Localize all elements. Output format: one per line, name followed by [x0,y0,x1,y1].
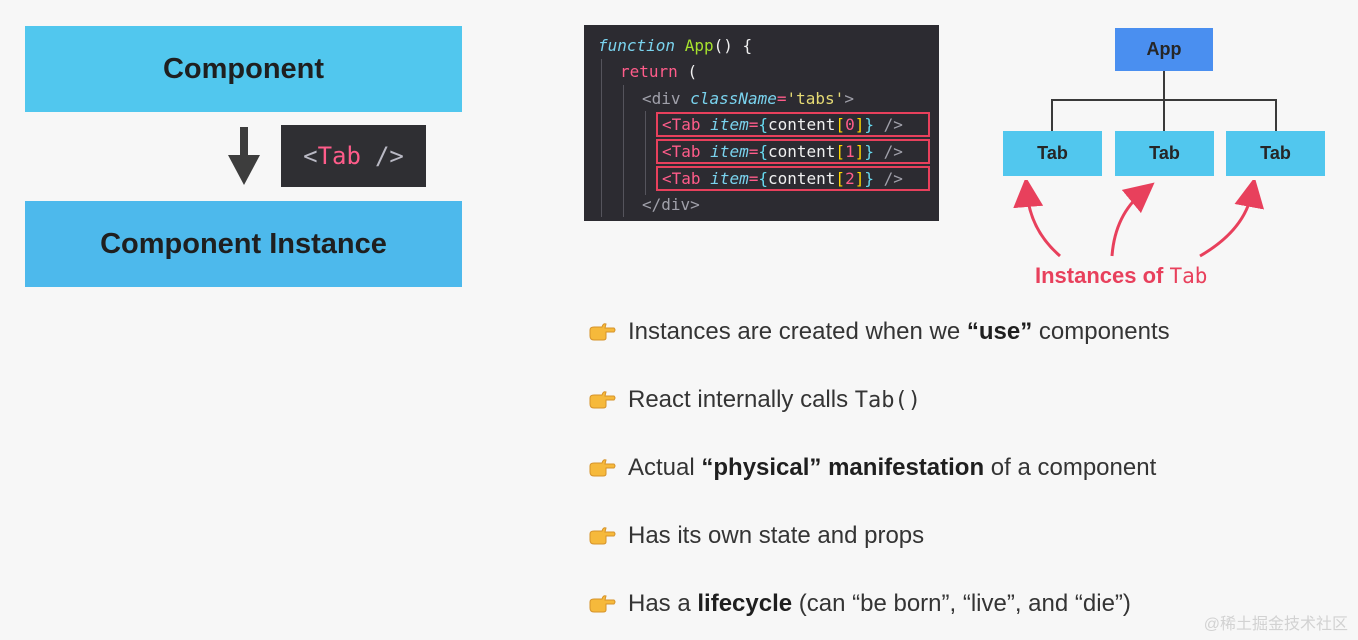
bullet-text: React internally calls Tab() [628,386,921,413]
tree-connector [1163,99,1165,131]
down-arrow-icon [228,127,260,185]
tree-node-app: App [1115,28,1213,71]
tree-node-tab: Tab [1226,131,1325,176]
tree-node-label: Tab [1037,143,1068,163]
curved-arrows-icon [1013,180,1265,258]
bullet-text: Instances are created when we “use” comp… [628,318,1170,345]
tree-connector [1275,99,1277,131]
bullet-item: Instances are created when we “use” comp… [588,315,1170,349]
component-instance-box: Component Instance [25,201,462,287]
pointing-hand-icon [589,391,616,409]
bullet-text: Actual “physical” manifestation of a com… [628,454,1157,481]
code-panel: function App() { return ( <div className… [584,25,939,221]
highlight-box [656,112,930,137]
tag-close-bracket: /> [374,142,404,170]
highlight-box [656,166,930,191]
bullet-item: Has its own state and props [588,519,924,553]
bullet-item: Actual “physical” manifestation of a com… [588,451,1156,485]
component-instance-label: Component Instance [100,227,387,260]
tree-node-tab: Tab [1003,131,1102,176]
tree-node-label: App [1146,39,1182,59]
watermark: @稀土掘金技术社区 [1203,616,1348,633]
code-line-tab: <Tab item={content[0]} /> [662,115,903,134]
tree-connector [1163,71,1165,101]
highlight-box [656,139,930,164]
bullet-item: React internally calls Tab() [588,383,921,417]
indent-guide [601,59,602,217]
tree-node-label: Tab [1260,143,1291,163]
code-line-tab: <Tab item={content[2]} /> [662,169,903,188]
indent-guide [623,85,624,217]
pointing-hand-icon [589,595,616,613]
tree-node-tab: Tab [1115,131,1214,176]
pointing-hand-icon [589,527,616,545]
bullet-text: Has its own state and props [628,522,925,549]
code-line-function: function App() { [598,36,753,55]
component-label: Component [162,52,325,85]
tag-name: Tab [317,142,361,170]
indent-guide [645,111,646,195]
tag-open-bracket: < [303,142,318,170]
code-line-return: return ( [620,62,698,81]
bullet-item: Has a lifecycle (can “be born”, “live”, … [588,587,1131,621]
code-line-div-open: <div className='tabs'> [642,89,854,108]
pointing-hand-icon [589,323,616,341]
instances-of-tab-label: Instances of Tab [1035,263,1208,288]
component-box: Component [25,26,462,112]
bullet-text: Has a lifecycle (can “be born”, “live”, … [628,590,1131,617]
tab-tag-code: <Tab /> [281,125,426,187]
tree-node-label: Tab [1149,143,1180,163]
code-line-div-close: </div> [642,195,700,214]
code-line-tab: <Tab item={content[1]} /> [662,142,903,161]
pointing-hand-icon [589,459,616,477]
tree-connector [1051,99,1053,131]
